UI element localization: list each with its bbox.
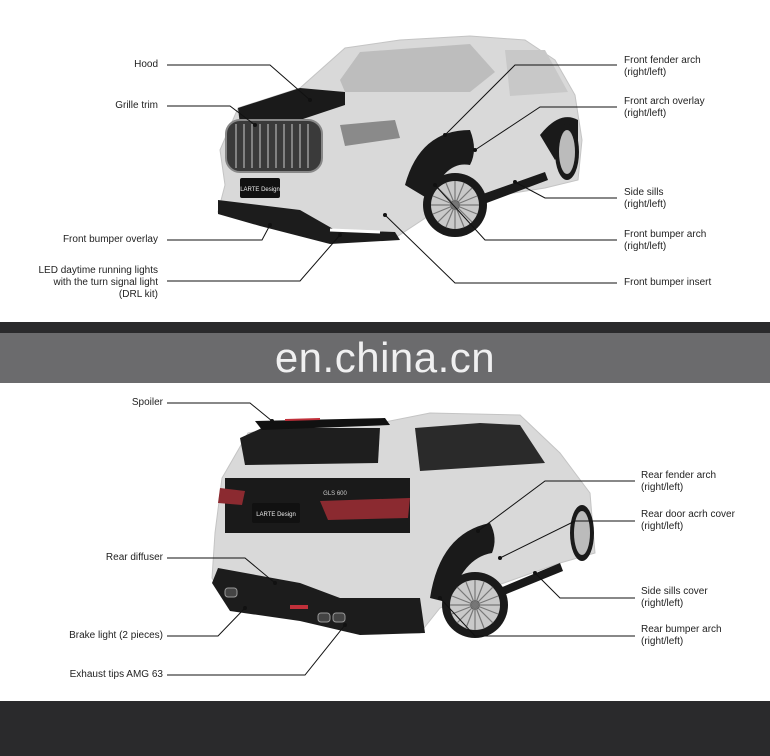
- label-brake-light: Brake light (2 pieces): [69, 630, 163, 641]
- svg-text:LARTE Design: LARTE Design: [240, 187, 280, 193]
- label-front-bumper-insert: Front bumper insert: [624, 277, 712, 288]
- label-front-bumper-overlay: Front bumper overlay: [62, 234, 158, 245]
- front-windshield: [340, 44, 495, 92]
- label-rear-door-arch-cover: Rear door acrh cover (right/left): [641, 509, 735, 532]
- svg-text:GLS 600: GLS 600: [323, 491, 347, 497]
- separator-band: [0, 333, 770, 383]
- rear-view-panel: LARTE Design GLS 600: [0, 383, 770, 701]
- front-plate: [240, 178, 280, 198]
- rear-spoiler: [255, 418, 390, 430]
- front-wheel-rear-view: [570, 505, 594, 561]
- label-side-sills-cover: Side sills cover (right/left): [641, 586, 708, 609]
- label-led-drl: LED daytime running lights with the turn…: [38, 265, 158, 300]
- front-hood: [238, 88, 345, 125]
- watermark: en.china.cn: [274, 334, 496, 381]
- front-side-window: [505, 50, 568, 96]
- rear-plate: [252, 503, 300, 523]
- label-hood: Hood: [134, 59, 158, 70]
- exhaust-tip-1: [317, 612, 331, 623]
- front-grille: [225, 119, 323, 173]
- rear-taillight-right: [320, 498, 410, 520]
- label-front-bumper-arch: Front bumper arch (right/left): [624, 229, 707, 252]
- rear-wheel-front-view: [555, 124, 579, 180]
- rear-wheel: [442, 572, 508, 638]
- rear-side-window: [415, 423, 545, 471]
- label-exhaust-tips: Exhaust tips AMG 63: [69, 669, 163, 680]
- rear-taillight-left: [218, 488, 245, 505]
- label-front-fender-arch: Front fender arch (right/left): [624, 55, 701, 78]
- exhaust-tip-3: [224, 587, 238, 598]
- separator-top: [0, 322, 770, 333]
- label-front-arch-overlay: Front arch overlay (right/left): [624, 96, 705, 119]
- front-view-panel: LARTE Design: [0, 0, 770, 322]
- front-lower-bumper: [218, 200, 400, 244]
- label-rear-fender-arch: Rear fender arch (right/left): [641, 470, 717, 493]
- exhaust-tip-2: [332, 612, 346, 623]
- rear-side-sill-shape: [500, 563, 563, 595]
- footer-band: [0, 701, 770, 756]
- front-arch-overlay: [405, 130, 474, 200]
- rear-brake-light: [290, 605, 308, 609]
- rear-diffuser-shape: [212, 568, 425, 635]
- label-side-sills: Side sills (right/left): [624, 187, 667, 210]
- front-wheel: [423, 173, 487, 237]
- front-headlight: [340, 120, 400, 146]
- label-grille-trim: Grille trim: [115, 100, 158, 111]
- label-rear-bumper-arch: Rear bumper arch (right/left): [641, 624, 722, 647]
- front-car-illustration: LARTE Design: [167, 35, 617, 284]
- front-drl-strip: [329, 228, 381, 234]
- rear-spoiler-light: [284, 418, 321, 421]
- rear-window: [240, 428, 380, 465]
- rear-car-illustration: LARTE Design GLS 600: [167, 402, 635, 676]
- svg-text:LARTE Design: LARTE Design: [256, 512, 296, 518]
- label-rear-diffuser: Rear diffuser: [105, 552, 163, 563]
- rear-fender-arch-shape: [430, 523, 495, 603]
- front-side-sill: [480, 172, 548, 204]
- label-spoiler: Spoiler: [131, 397, 163, 408]
